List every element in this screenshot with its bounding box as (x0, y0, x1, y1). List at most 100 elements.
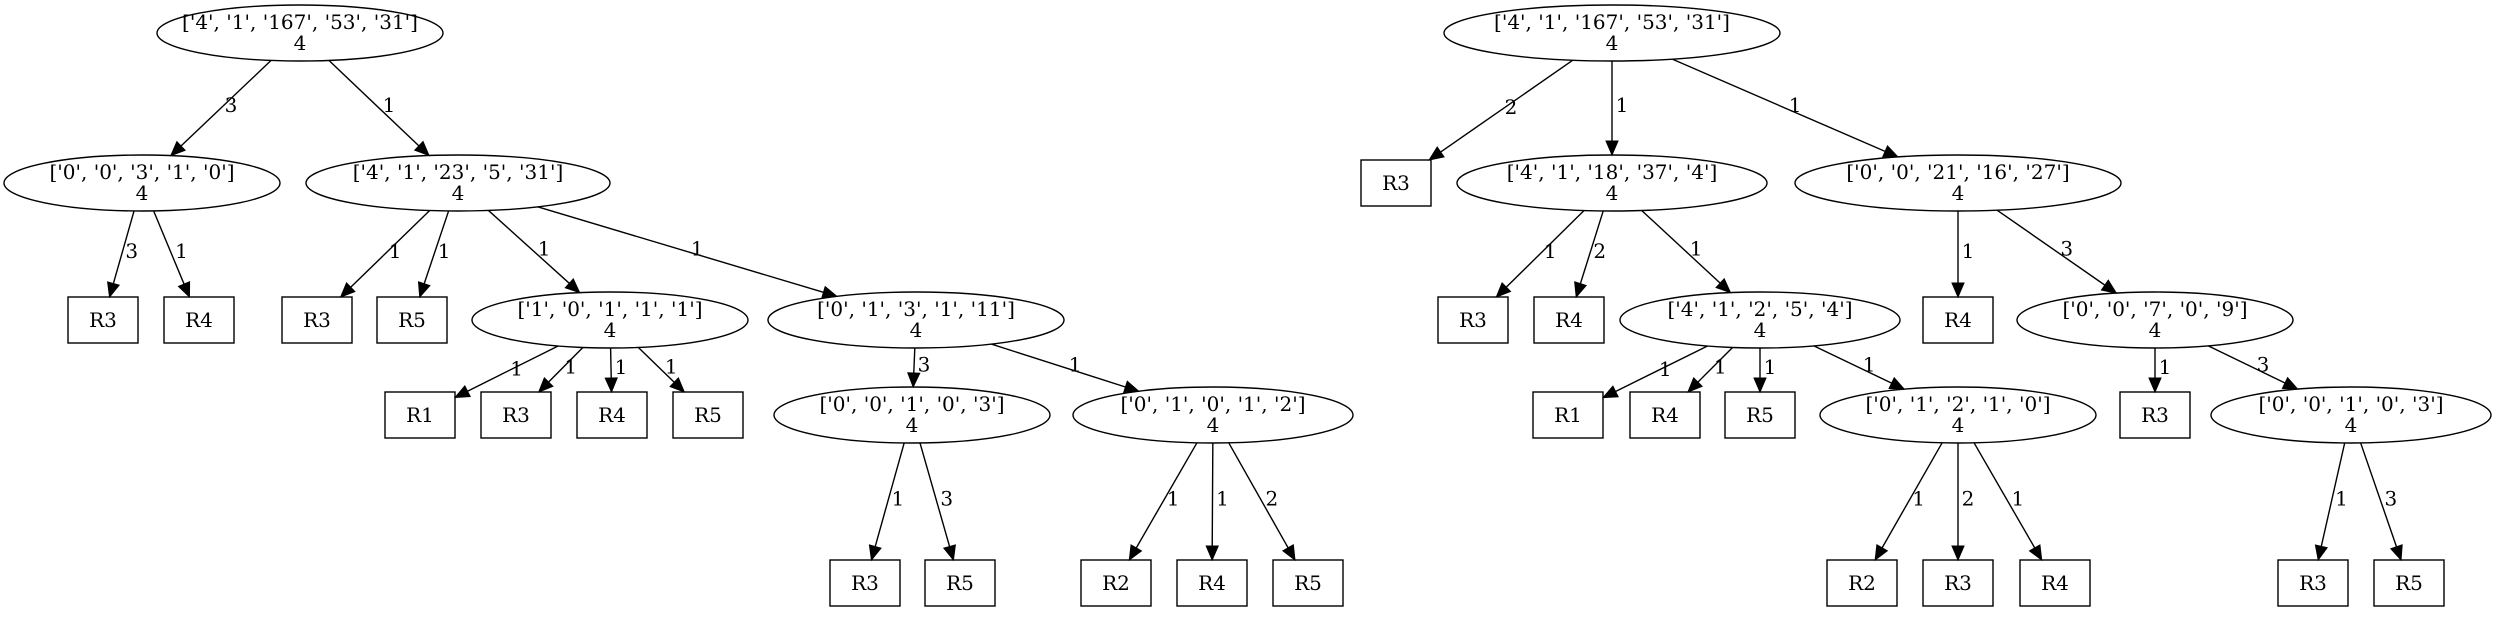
node-label: ['1', '0', '1', '1', '1'] (517, 297, 702, 321)
edge-label: 1 (1069, 353, 1082, 377)
edge-line (1996, 209, 2106, 286)
leaf-node: R4 (1922, 296, 1994, 344)
edge-label: 1 (538, 237, 551, 261)
edge: 1 (152, 210, 191, 299)
leaf-label: R3 (1382, 171, 1410, 195)
node-count: 4 (910, 318, 923, 342)
arrowhead-icon (907, 372, 921, 389)
edge: 1 (339, 210, 431, 298)
edge-label: 1 (1544, 239, 1557, 263)
leaf-node: R3 (1437, 296, 1509, 344)
edge-label: 1 (1216, 487, 1229, 511)
edge-label: 2 (1265, 486, 1278, 510)
split-node: ['0', '0', '1', '0', '3']4 (2210, 386, 2492, 444)
node-ellipse (471, 291, 749, 349)
edge: 2 (1574, 210, 1606, 299)
edge-label: 1 (175, 239, 188, 263)
edge: 3 (907, 347, 930, 389)
edge-line (548, 346, 584, 383)
edge: 2 (1951, 443, 1974, 562)
leaf-node: R3 (2277, 559, 2349, 607)
edge-line (637, 346, 675, 383)
leaf-node: R3 (480, 391, 552, 439)
edge-label: 1 (510, 357, 523, 381)
node-ellipse (1819, 386, 2097, 444)
node-label: ['0', '1', '3', '1', '11'] (817, 297, 1015, 321)
nodes-layer: ['4', '1', '167', '53', '31']4['0', '0',… (3, 4, 2492, 607)
edge-label: 1 (1167, 486, 1180, 510)
edge: 1 (417, 210, 451, 299)
arrowhead-icon (669, 377, 686, 393)
arrowhead-icon (564, 277, 581, 294)
leaf-label: R2 (1102, 571, 1130, 595)
edge: 3 (1996, 209, 2118, 294)
edge-line (350, 210, 431, 288)
edge: 1 (2314, 442, 2348, 562)
leaf-node: R5 (1724, 391, 1796, 439)
leaf-node: R4 (1533, 296, 1605, 344)
edge-line (1672, 58, 1886, 153)
leaf-label: R3 (89, 308, 117, 332)
edge-label: 1 (1912, 486, 1925, 510)
edge-label: 1 (383, 93, 396, 117)
arrowhead-icon (1428, 146, 1445, 161)
node-ellipse (1456, 154, 1768, 212)
edge: 1 (537, 346, 584, 393)
node-count: 4 (1754, 318, 1767, 342)
edge-line (328, 59, 420, 147)
arrowhead-icon (604, 377, 618, 394)
node-label: ['0', '0', '3', '1', '0'] (49, 160, 234, 184)
arrowhead-icon (1715, 277, 1732, 294)
split-node: ['0', '1', '3', '1', '11']4 (767, 291, 1065, 349)
split-node: ['4', '1', '167', '53', '31']4 (1443, 4, 1781, 62)
leaf-node: R4 (1176, 559, 1248, 607)
leaf-node: R4 (1629, 391, 1701, 439)
edge-line (2207, 345, 2286, 384)
leaf-label: R3 (303, 308, 331, 332)
leaf-node: R5 (1272, 559, 1344, 607)
edge: 1 (868, 442, 905, 562)
node-label: ['0', '1', '0', '1', '2'] (1120, 392, 1305, 416)
leaf-label: R5 (694, 403, 722, 427)
edge-label: 1 (665, 355, 678, 379)
arrowhead-icon (1605, 140, 1619, 157)
edge-line (919, 442, 951, 547)
node-box (576, 391, 648, 439)
edge: 3 (2359, 442, 2403, 562)
leaf-node: R5 (376, 296, 448, 344)
arrowhead-icon (868, 544, 882, 562)
edge-label: 2 (1593, 239, 1606, 263)
edge-label: 1 (1714, 355, 1727, 379)
arrowhead-icon (1281, 544, 1296, 562)
edge: 1 (1813, 345, 1906, 390)
edge: 1 (1874, 442, 1943, 562)
arrowhead-icon (537, 376, 554, 393)
leaf-node: R3 (281, 296, 353, 344)
split-node: ['4', '1', '2', '5', '4']4 (1619, 291, 1901, 349)
edge: 1 (1973, 442, 2043, 562)
split-node: ['1', '0', '1', '1', '1']4 (471, 291, 749, 349)
arrowhead-icon (177, 281, 191, 299)
node-box (2277, 559, 2349, 607)
leaf-node: R1 (384, 391, 456, 439)
edge-line (1813, 345, 1892, 384)
node-ellipse (2016, 291, 2294, 349)
node-ellipse (156, 4, 444, 62)
node-count: 4 (906, 413, 919, 437)
node-label: ['4', '1', '167', '53', '31'] (1494, 10, 1730, 34)
arrowhead-icon (1888, 376, 1906, 390)
arrowhead-icon (2281, 376, 2299, 390)
edge-label: 1 (1616, 93, 1629, 117)
split-node: ['0', '1', '2', '1', '0']4 (1819, 386, 2097, 444)
leaf-node: R3 (67, 296, 139, 344)
leaf-label: R4 (598, 403, 626, 427)
edge-line (991, 343, 1126, 388)
node-box (2373, 559, 2445, 607)
edge-line (1615, 345, 1708, 393)
node-label: ['4', '1', '18', '37', '4'] (1507, 160, 1718, 184)
leaf-node: R5 (672, 391, 744, 439)
edge-label: 1 (1789, 93, 1802, 117)
edge: 3 (2207, 345, 2299, 390)
edge-line (112, 210, 135, 284)
